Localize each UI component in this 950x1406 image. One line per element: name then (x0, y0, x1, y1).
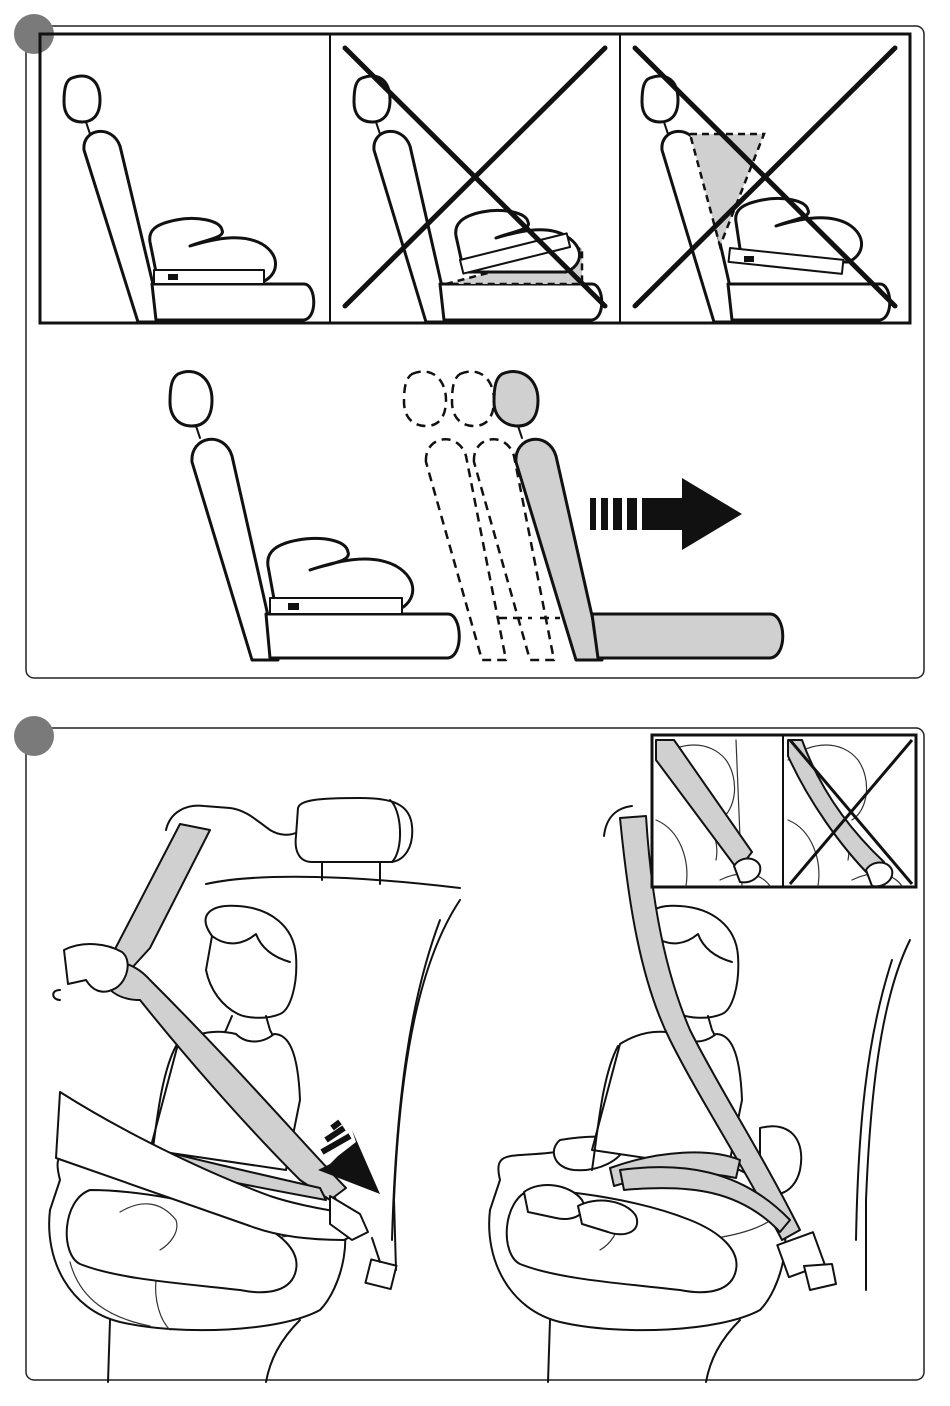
action-slide-seat-back (170, 372, 783, 660)
buckle-icon (365, 1259, 396, 1289)
step-1 (14, 14, 924, 678)
check-incorrect-gap-behind-backrest (635, 48, 895, 322)
scene-belt-fitted (489, 806, 910, 1382)
inset-belt-routing (652, 735, 916, 887)
step-2 (14, 716, 924, 1382)
step-1-frame (26, 26, 924, 678)
check-correct-position (64, 76, 314, 322)
arrow-right-icon (590, 478, 742, 550)
check-incorrect-gap-under-booster (345, 48, 605, 322)
scene-buckling-belt (49, 798, 460, 1382)
step-2-marker (14, 716, 54, 756)
